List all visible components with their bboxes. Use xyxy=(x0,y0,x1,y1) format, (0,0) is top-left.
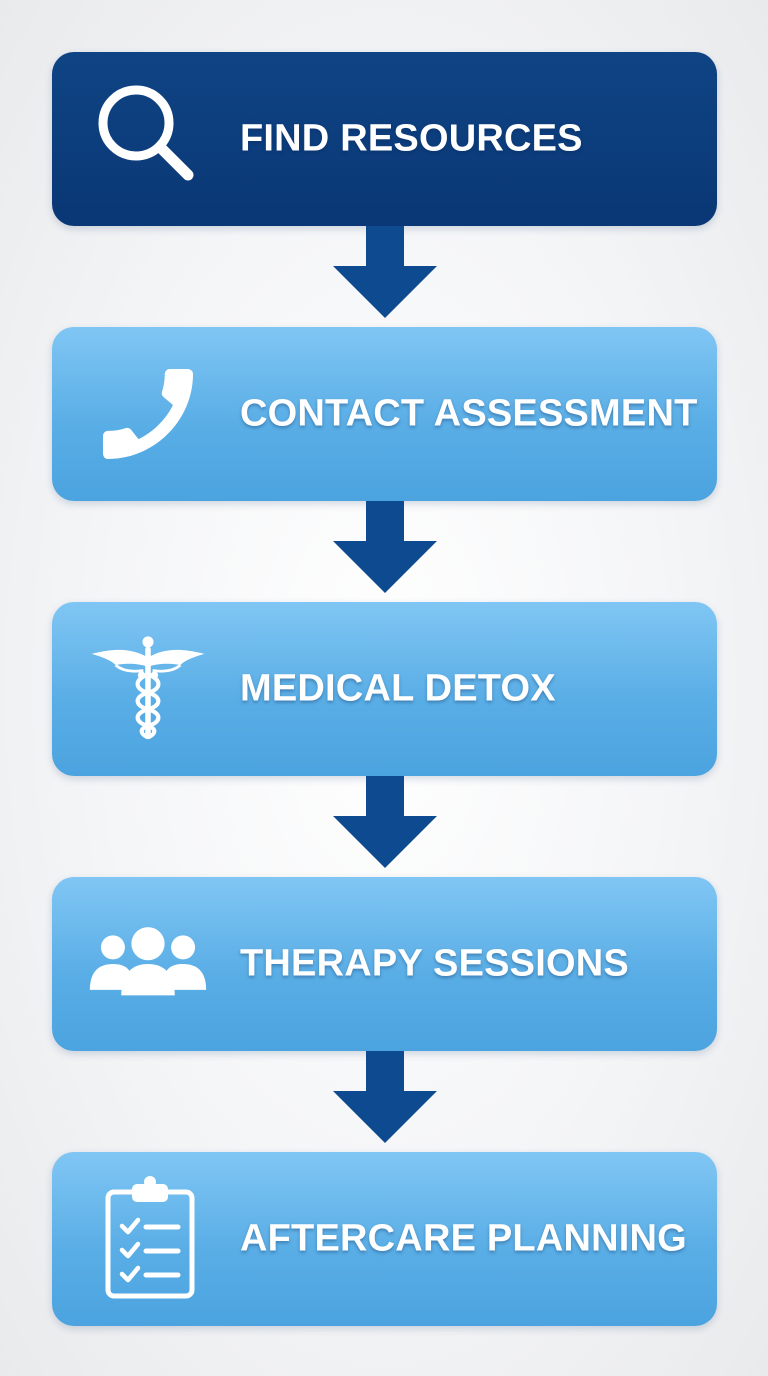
step-label: AFTERCARE PLANNING xyxy=(240,1217,687,1260)
step-medical-detox[interactable]: MEDICAL DETOX xyxy=(52,602,717,776)
search-icon xyxy=(88,79,208,199)
process-flow: FIND RESOURCES CONTACT ASSESSMENT xyxy=(52,52,717,1326)
step-aftercare-planning[interactable]: AFTERCARE PLANNING xyxy=(52,1152,717,1326)
step-contact-assessment[interactable]: CONTACT ASSESSMENT xyxy=(52,327,717,501)
step-label: MEDICAL DETOX xyxy=(240,667,556,710)
step-label: FIND RESOURCES xyxy=(240,117,583,160)
clipboard-checklist-icon xyxy=(88,1176,208,1299)
caduceus-icon xyxy=(88,629,208,749)
down-arrow-icon xyxy=(52,776,717,877)
step-label: CONTACT ASSESSMENT xyxy=(240,392,698,435)
phone-icon xyxy=(88,354,208,474)
step-therapy-sessions[interactable]: THERAPY SESSIONS xyxy=(52,877,717,1051)
down-arrow-icon xyxy=(52,1051,717,1152)
down-arrow-icon xyxy=(52,501,717,602)
step-label: THERAPY SESSIONS xyxy=(240,942,629,985)
down-arrow-icon xyxy=(52,226,717,327)
group-icon xyxy=(88,904,208,1024)
step-find-resources[interactable]: FIND RESOURCES xyxy=(52,52,717,226)
